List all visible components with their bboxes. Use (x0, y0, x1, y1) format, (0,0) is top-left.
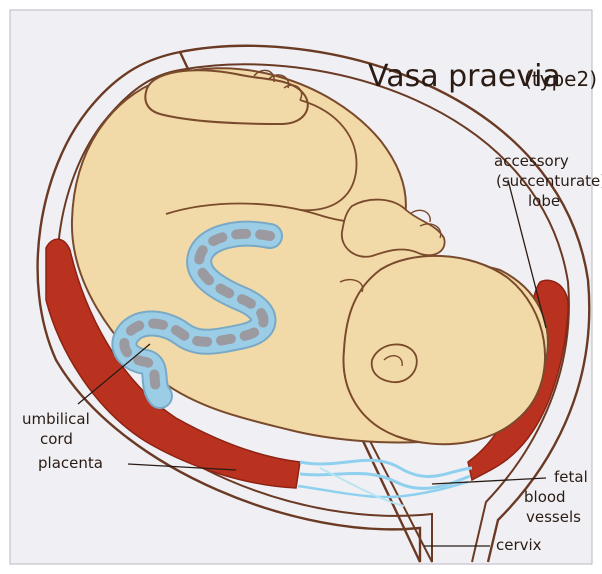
label-cervix: cervix (496, 536, 542, 554)
label-accessory-line1: accessory (494, 152, 569, 170)
fetus-head (343, 256, 545, 444)
label-placenta: placenta (38, 454, 103, 472)
fetus-ear (372, 344, 417, 382)
diagram-subtitle: (type2) (524, 67, 597, 91)
label-umbilical-line2: cord (40, 430, 73, 448)
label-vessels-line2: blood (524, 488, 566, 506)
label-accessory-line3: lobe (528, 192, 560, 210)
label-vessels-line1: fetal (554, 468, 588, 486)
label-vessels-line3: vessels (526, 508, 581, 526)
label-accessory-line2: (succenturate) (496, 172, 602, 190)
label-umbilical-line1: umbilical (22, 410, 90, 428)
